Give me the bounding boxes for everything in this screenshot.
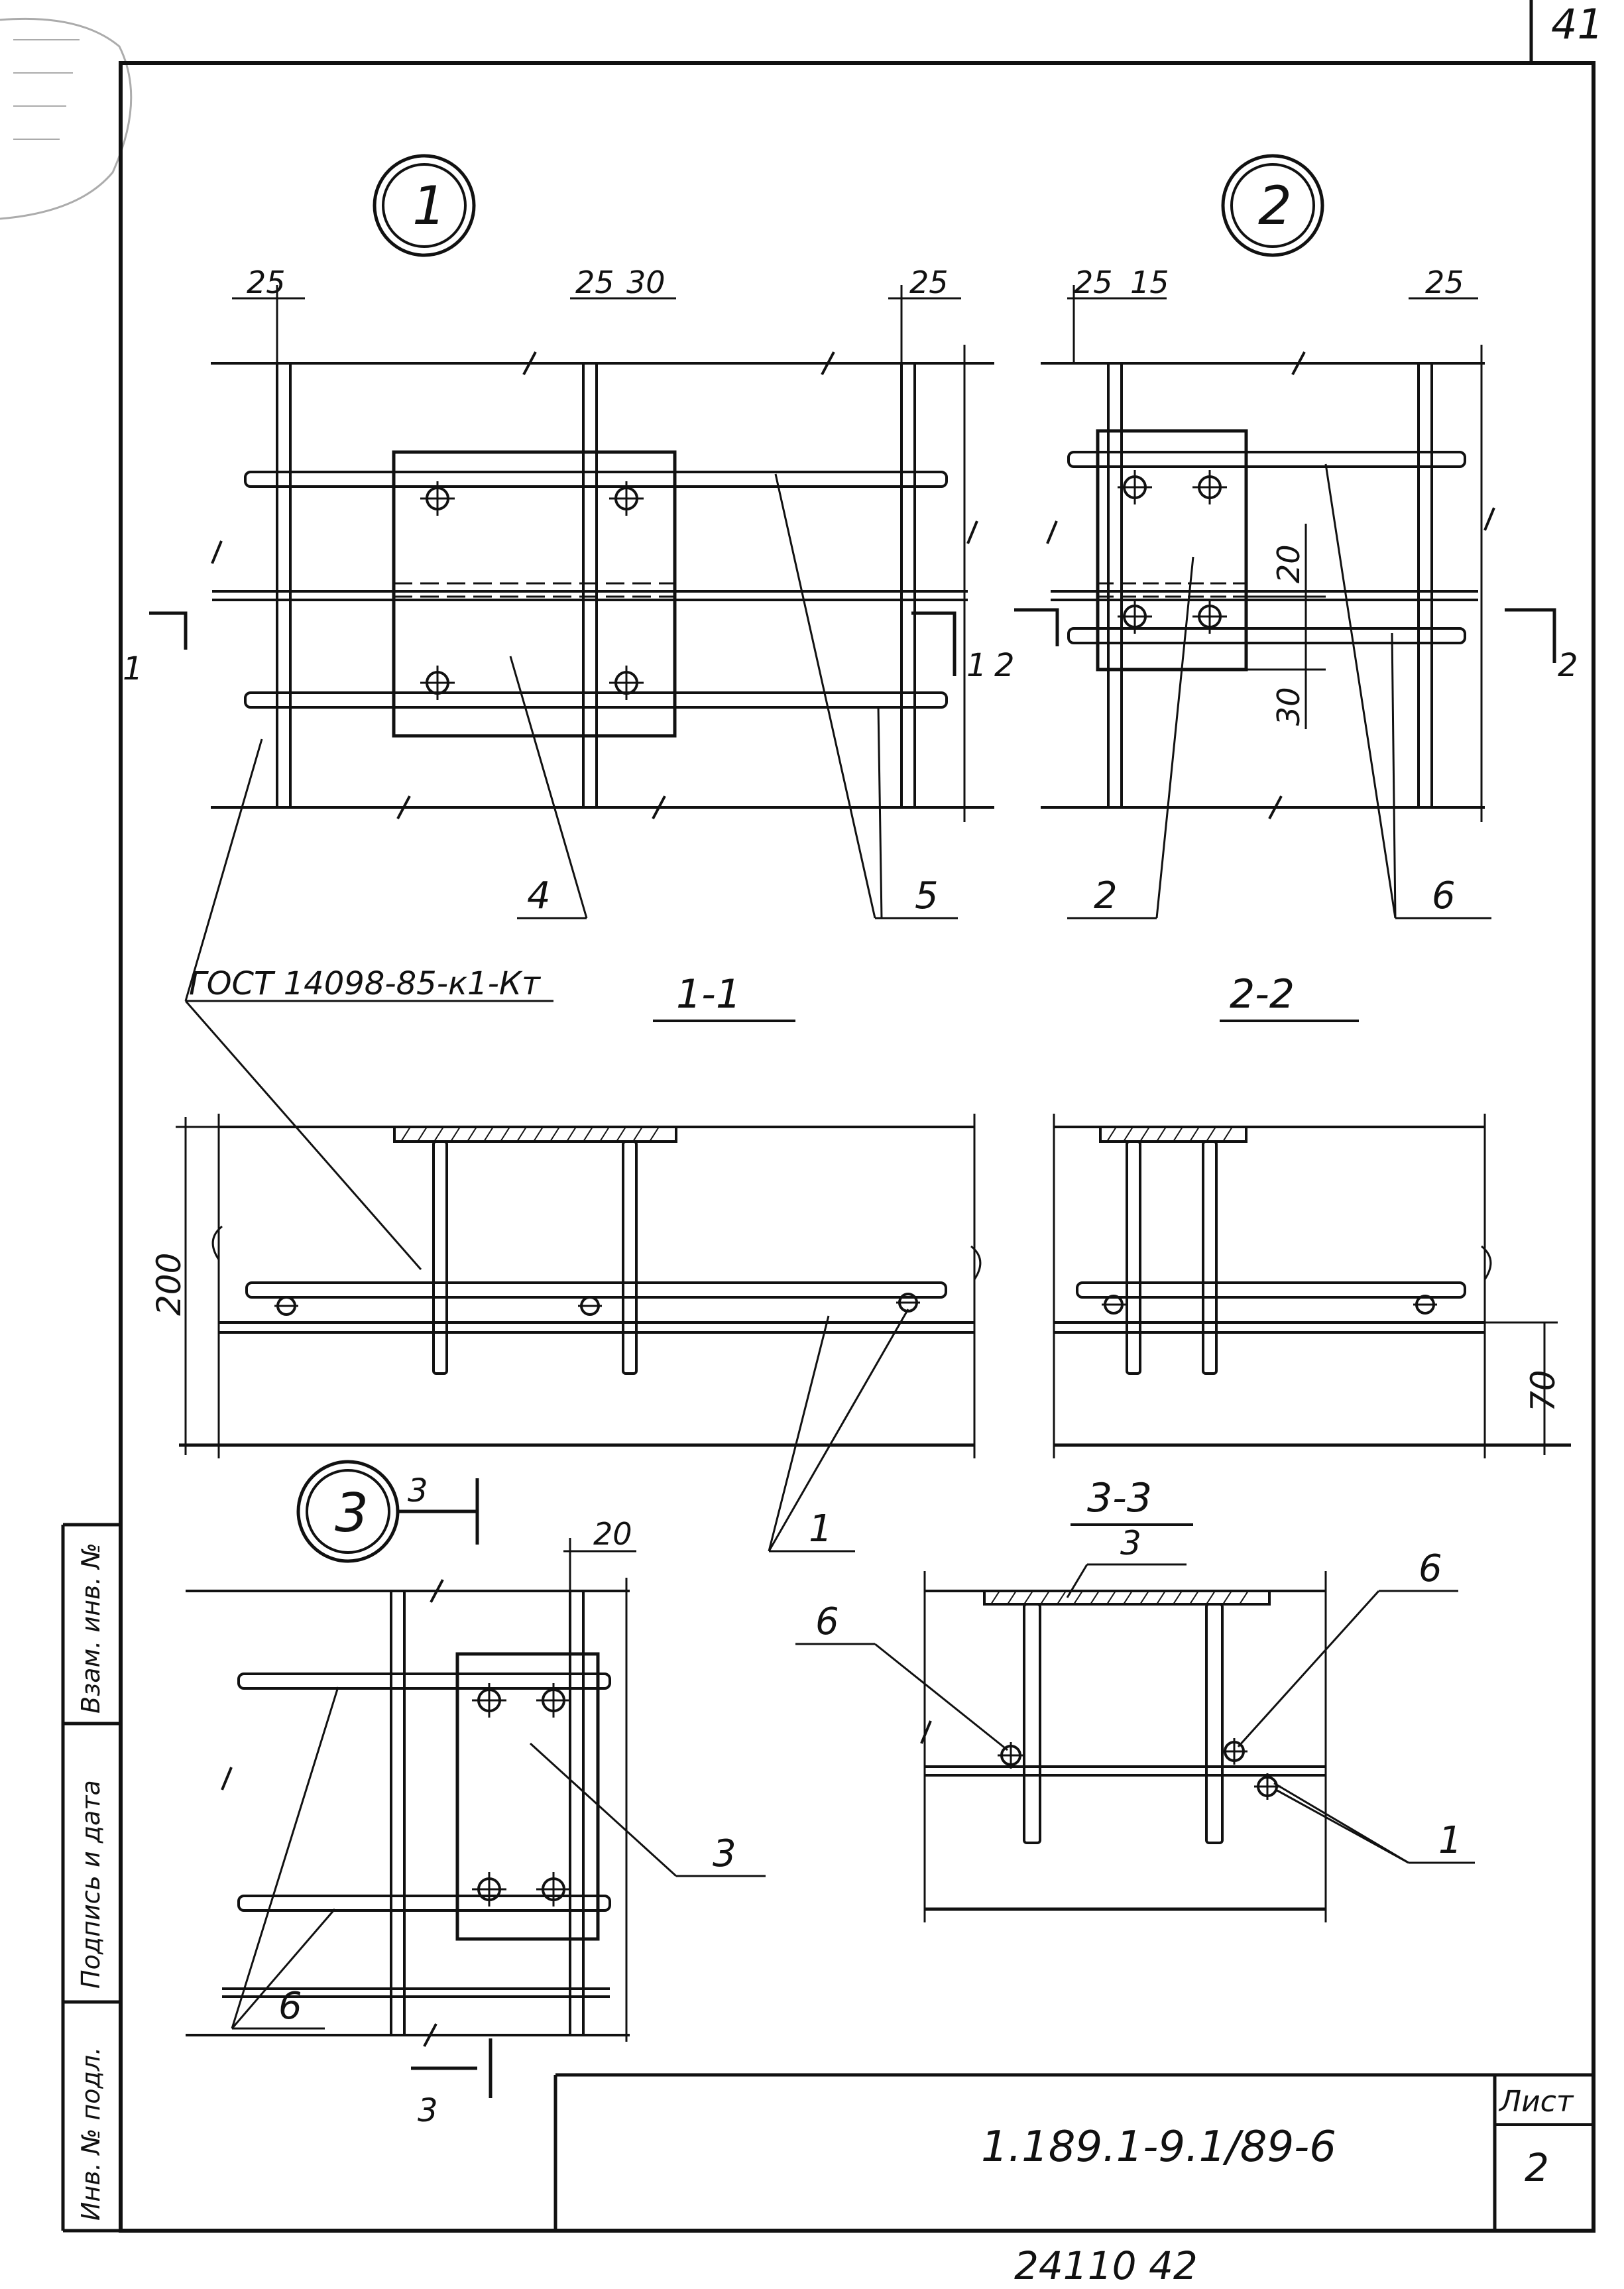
dim-25-a: 25 xyxy=(247,264,286,300)
rebar-icon xyxy=(578,1296,602,1316)
stud-icon xyxy=(472,1872,506,1907)
section-3-3-title: 3-3 xyxy=(1087,1475,1152,1521)
section-2-2-title: 2-2 xyxy=(1230,971,1295,1018)
cut-1-left: 1 xyxy=(123,650,143,687)
stamp-podpis-data: Подпись и дата xyxy=(76,1780,105,1989)
stamp-vzam-inv: Взам. инв. № xyxy=(76,1543,105,1714)
document-code: 1.189.1-9.1/89-6 xyxy=(981,2123,1336,2172)
pos-6-label-d: 6 xyxy=(1419,1547,1442,1590)
stamp-inv-podl: Инв. № подл. xyxy=(76,2047,105,2221)
dim-30-b: 30 xyxy=(1271,687,1306,726)
rebar-icon xyxy=(1254,1773,1281,1800)
sheet-label: Лист xyxy=(1498,2085,1574,2119)
corner-number: 41 xyxy=(1551,0,1603,48)
rebar-icon xyxy=(1102,1295,1126,1315)
stud-icon xyxy=(609,481,644,516)
stud-icon xyxy=(472,1683,506,1718)
stud-icon xyxy=(1192,599,1227,634)
sheet-number: 2 xyxy=(1525,2145,1549,2190)
dim-25-c: 25 xyxy=(909,264,949,300)
dim-25-d: 25 xyxy=(1074,264,1113,300)
sheet-frame xyxy=(119,61,1595,2233)
gost-note: ГОСТ 14098-85-к1-Кт xyxy=(189,965,542,1002)
stud-icon xyxy=(1192,470,1227,504)
detail-2-plan: 2 25 15 25 20 30 xyxy=(1014,154,1578,919)
dim-20-b: 20 xyxy=(593,1516,632,1552)
rebar-icon xyxy=(998,1742,1024,1769)
bottom-number: 24110 42 xyxy=(1014,2243,1198,2288)
stud-icon xyxy=(609,666,644,700)
pos-1-label-a: 1 xyxy=(809,1507,833,1551)
dim-200: 200 xyxy=(150,1253,188,1316)
pos-1-label-b: 1 xyxy=(1438,1819,1462,1862)
pos-4-label: 4 xyxy=(527,874,551,917)
cut-3-top: 3 xyxy=(408,1472,428,1509)
section-1-1-title: 1-1 xyxy=(676,971,741,1018)
pos-6-label-b: 6 xyxy=(278,1985,302,2028)
weld-note: ГОСТ 14098-85-к1-Кт xyxy=(184,738,553,1270)
dim-15: 15 xyxy=(1130,264,1169,300)
stud-icon xyxy=(536,1683,571,1718)
faded-stamp xyxy=(0,17,133,220)
stud-icon xyxy=(536,1872,571,1907)
dim-25-b: 25 xyxy=(575,264,614,300)
pos-3-label-b: 3 xyxy=(1120,1524,1141,1562)
plate-hatched xyxy=(983,1590,1271,1606)
section-1-1: 1-1 200 1 xyxy=(150,971,982,1553)
detail-3-marker: 3 xyxy=(335,1482,369,1544)
cut-2-left-label: 2 xyxy=(994,647,1015,684)
corner-tab: 41 xyxy=(1529,0,1603,63)
detail-1-marker: 1 xyxy=(412,175,446,237)
stud-icon xyxy=(420,481,455,516)
cut-1-right: 1 xyxy=(966,647,987,684)
section-2-2: 2-2 70 xyxy=(1053,971,1571,1458)
rebar-icon xyxy=(274,1296,298,1316)
title-block: Лист 2 1.189.1-9.1/89-6 xyxy=(553,2073,1594,2231)
cut-2-right: 2 xyxy=(1558,647,1578,684)
stud-icon xyxy=(1118,599,1152,634)
pos-5-label: 5 xyxy=(915,874,939,917)
dim-25-e: 25 xyxy=(1425,264,1464,300)
section-3-3: 3-3 3 6 6 1 xyxy=(795,1475,1475,1922)
stud-icon xyxy=(420,666,455,700)
pos-3-label-a: 3 xyxy=(713,1832,736,1875)
detail-1-plan: 1 xyxy=(123,154,1015,919)
pos-6-label-a: 6 xyxy=(1432,874,1456,917)
dim-30: 30 xyxy=(626,264,666,300)
detail-3-plan: 3 3 20 3 3 xyxy=(186,1460,766,2129)
pos-6-label-c: 6 xyxy=(815,1600,839,1643)
plate-hatched xyxy=(393,1126,677,1143)
dim-70: 70 xyxy=(1524,1370,1562,1412)
cut-3-bottom: 3 xyxy=(418,2092,438,2129)
rebar-icon xyxy=(1413,1295,1437,1315)
side-stamp: Инв. № подл. Подпись и дата Взам. инв. № xyxy=(61,1523,121,2233)
dim-20-a: 20 xyxy=(1271,544,1306,583)
detail-2-marker: 2 xyxy=(1258,175,1292,237)
stud-icon xyxy=(1118,470,1152,504)
rebar-icon xyxy=(1221,1738,1247,1765)
pos-2-label: 2 xyxy=(1094,874,1118,917)
